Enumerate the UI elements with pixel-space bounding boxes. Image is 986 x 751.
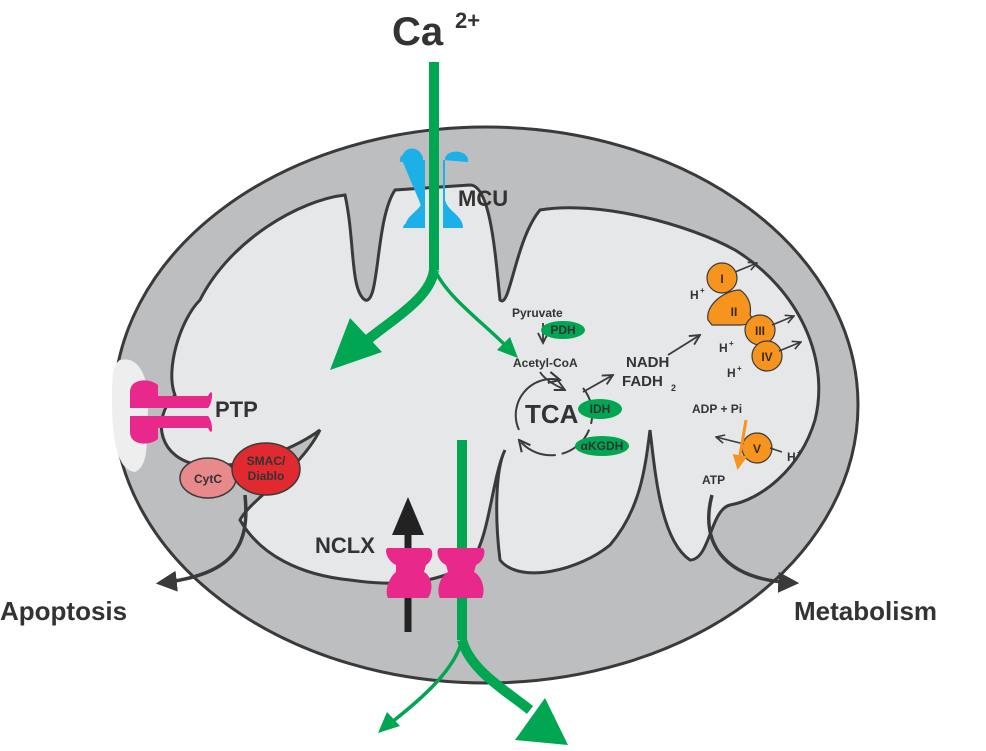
complex-iv bbox=[751, 340, 801, 372]
ptp-label: PTP bbox=[215, 397, 258, 422]
tca-label: TCA bbox=[525, 399, 579, 429]
calcium-entry-arrowhead-thin bbox=[497, 337, 518, 358]
complex-v bbox=[716, 419, 783, 470]
akgdh-label: αKGDH bbox=[581, 439, 624, 453]
proton-sup-3: + bbox=[737, 364, 742, 373]
smac-label-line2: Diablo bbox=[248, 469, 285, 483]
tca-to-nadh-arrow bbox=[582, 375, 613, 393]
proton-label-4: H bbox=[787, 450, 796, 464]
proton-sup-4: + bbox=[797, 448, 802, 457]
smac-diablo-protein bbox=[231, 442, 301, 496]
calcium-label: Ca bbox=[392, 10, 444, 54]
calcium-entry-arrowhead-thick bbox=[330, 318, 382, 370]
pdh-enzyme bbox=[541, 321, 585, 339]
adp-label: ADP + Pi bbox=[692, 402, 742, 416]
complex-iii bbox=[744, 314, 794, 346]
proton-label-3: H bbox=[727, 366, 736, 380]
apoptosis-label: Apoptosis bbox=[0, 596, 127, 626]
calcium-efflux-branch-thin bbox=[390, 639, 464, 724]
nclx-label: NCLX bbox=[315, 533, 375, 558]
proton-label-2: H bbox=[719, 341, 728, 355]
ptp-channel-icon bbox=[130, 380, 213, 444]
proton-sup-1: + bbox=[700, 286, 705, 295]
idh-enzyme bbox=[578, 399, 622, 419]
atp-label: ATP bbox=[702, 473, 725, 487]
calcium-entry-branch-thin bbox=[432, 267, 507, 347]
nclx-efflux-arrowhead bbox=[392, 497, 424, 535]
metabolism-arrow bbox=[707, 494, 800, 593]
complex-i bbox=[706, 263, 757, 294]
complex-i-label: I bbox=[720, 272, 723, 286]
idh-label: IDH bbox=[590, 402, 611, 416]
mcu-label: MCU bbox=[458, 186, 508, 211]
mcu-channel-icon bbox=[399, 148, 469, 228]
apoptosis-arrow bbox=[155, 494, 248, 592]
ptp-membrane-patch bbox=[112, 359, 149, 472]
calcium-efflux-arrowhead-thin bbox=[378, 712, 400, 733]
pdh-label: PDH bbox=[550, 323, 575, 337]
complex-v-label: V bbox=[753, 442, 761, 456]
pyruvate-label: Pyruvate bbox=[512, 306, 563, 320]
complex-iv-label: IV bbox=[761, 350, 772, 364]
fadh-subscript: 2 bbox=[671, 383, 676, 393]
nadh-to-etc-arrow bbox=[667, 335, 700, 356]
proton-sup-2: + bbox=[729, 339, 734, 348]
proton-label-1: H bbox=[690, 288, 699, 302]
tca-cycle-ring-left bbox=[514, 379, 560, 431]
complex-iii-label: III bbox=[755, 324, 765, 338]
acetylcoa-label: Acetyl-CoA bbox=[513, 356, 578, 370]
nadh-label: NADH bbox=[626, 354, 669, 371]
akgdh-enzyme bbox=[575, 436, 629, 456]
smac-label-line1: SMAC/ bbox=[247, 454, 286, 468]
metabolism-label: Metabolism bbox=[794, 596, 937, 626]
fadh-label: FADH bbox=[622, 373, 663, 390]
complex-ii-label: II bbox=[731, 305, 738, 319]
calcium-efflux-branch-thick bbox=[457, 638, 534, 714]
calcium-charge: 2+ bbox=[455, 8, 480, 33]
cytc-label: CytC bbox=[194, 472, 222, 486]
calcium-efflux-arrowhead-thick bbox=[515, 698, 568, 745]
nclx-channel-icon bbox=[386, 548, 485, 598]
